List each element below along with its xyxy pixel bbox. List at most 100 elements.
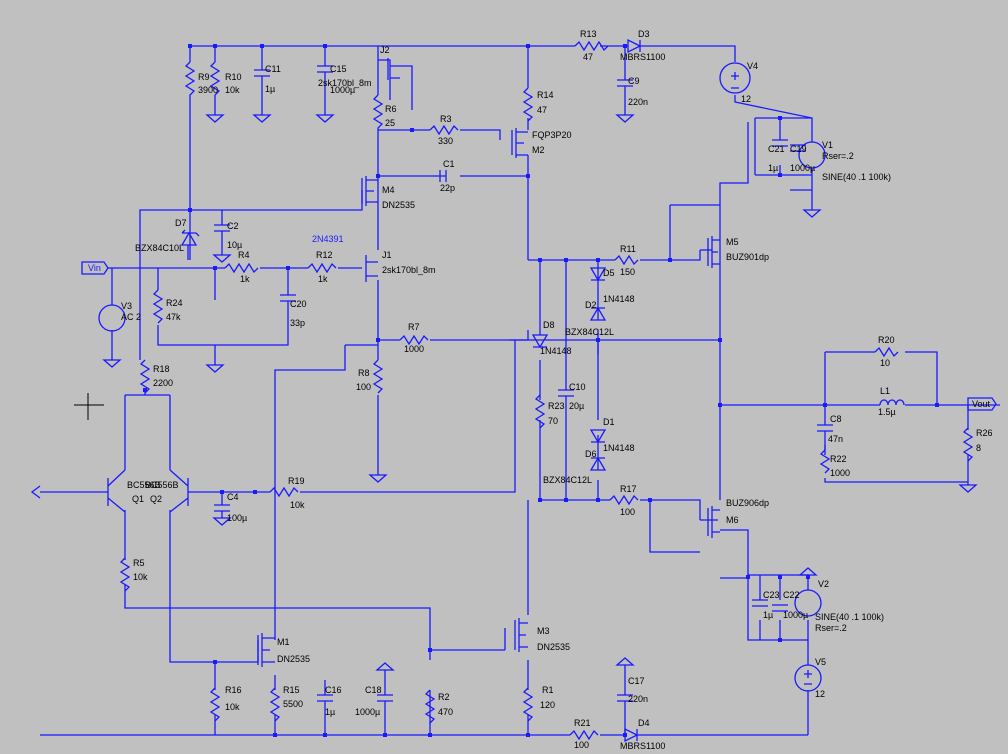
component-label: 3900	[198, 85, 218, 95]
component-label: V5	[815, 657, 826, 667]
component-label: 100	[356, 382, 371, 392]
source-V3	[98, 304, 126, 332]
ground-symbol	[205, 364, 225, 373]
component-label: 1000µ	[355, 707, 380, 717]
source-V5	[794, 664, 822, 692]
capacitor-C17	[617, 694, 633, 715]
component-label: 220n	[628, 97, 648, 107]
resistor-R14	[522, 87, 534, 122]
vin-label: Vin	[88, 263, 101, 273]
diode-D3	[627, 38, 652, 54]
component-label: BZX84C12L	[565, 327, 614, 337]
component-label: BC556B	[145, 480, 179, 490]
wire-junction	[376, 174, 380, 178]
resistor-R3	[429, 124, 459, 136]
resistor-R5	[119, 557, 131, 592]
wire-junction	[428, 648, 432, 652]
component-label: C8	[830, 414, 842, 424]
component-label: R8	[358, 368, 370, 378]
component-label: C21	[768, 144, 785, 154]
mosfet-M5	[707, 236, 720, 268]
component-label: M1	[277, 637, 290, 647]
component-label: 2N4391	[312, 234, 344, 244]
resistor-R18	[139, 359, 151, 394]
wire-junction	[323, 44, 327, 48]
wire-junction	[564, 258, 568, 262]
component-label: DN2535	[277, 654, 310, 664]
resistor-R6	[372, 94, 384, 130]
ground-symbol	[958, 484, 978, 493]
wire-junction	[253, 490, 257, 494]
resistor-R9	[184, 61, 196, 100]
component-label: R6	[385, 104, 397, 114]
component-label: 1N4148	[603, 294, 635, 304]
component-label: 1µ	[265, 84, 275, 94]
component-label: MBRS1100	[620, 741, 665, 751]
component-label: 470	[438, 707, 453, 717]
schematic-line	[700, 249, 712, 521]
component-label: 12	[741, 94, 751, 104]
wire-junction	[746, 575, 750, 579]
capacitor-C4	[214, 504, 230, 518]
resistor-R23	[534, 394, 546, 429]
ground-symbol	[375, 662, 395, 671]
schematic-line	[378, 59, 413, 110]
wire-junction	[806, 575, 810, 579]
wire-junction	[718, 338, 722, 342]
ground-symbol	[315, 114, 335, 123]
schematic-line	[188, 340, 516, 505]
wire-junction	[778, 173, 782, 177]
wire-junction	[778, 575, 782, 579]
component-label: 120	[540, 700, 555, 710]
diodes	[180, 38, 652, 743]
component-label: 47	[537, 105, 547, 115]
bjt-Q2	[169, 469, 189, 513]
component-label: 1000	[404, 344, 424, 354]
component-label: R24	[166, 298, 183, 308]
schematic-line	[649, 500, 700, 553]
capacitor-C23	[752, 599, 768, 607]
component-label: 1µ	[763, 610, 773, 620]
mosfet-M6	[707, 506, 720, 538]
component-label: R20	[878, 335, 895, 345]
ground-symbol	[212, 517, 232, 526]
wires	[40, 45, 1000, 736]
resistor-R26	[962, 427, 974, 462]
component-label: C16	[325, 685, 342, 695]
capacitor-C16	[317, 694, 333, 715]
ground-symbol	[615, 657, 635, 666]
capacitor-C18	[377, 694, 393, 715]
component-label: R15	[283, 685, 300, 695]
component-label: C1	[443, 159, 455, 169]
schematic-line	[214, 662, 276, 735]
resistor-R2	[424, 689, 436, 724]
component-label: R17	[620, 484, 637, 494]
component-label: 1000µ	[783, 610, 808, 620]
resistor-R16	[209, 687, 221, 722]
component-label: M5	[726, 237, 739, 247]
wire-junction	[778, 116, 782, 120]
ground-symbol	[615, 114, 635, 123]
schematic-line	[510, 339, 720, 420]
diode-D2	[589, 306, 607, 321]
component-label: R18	[153, 364, 170, 374]
resistor-R24	[152, 289, 164, 324]
resistor-R7	[399, 334, 429, 346]
ground-symbol	[205, 114, 225, 123]
resistor-R21	[569, 729, 599, 741]
component-label: R14	[537, 90, 554, 100]
component-label: 10k	[225, 85, 240, 95]
diode-D8	[531, 334, 549, 349]
capacitor-C20	[280, 294, 296, 320]
schematic-line	[377, 215, 529, 341]
component-label: BC556B	[127, 480, 161, 490]
schematic-line	[790, 168, 813, 210]
schematic-line	[377, 175, 528, 215]
component-label: SINE(40 .1 100k)	[822, 172, 891, 182]
resistor-R19	[269, 486, 299, 498]
component-label: C17	[628, 676, 645, 686]
ground-symbol	[802, 209, 822, 218]
capacitor-C22	[772, 604, 788, 612]
component-label: R23	[548, 401, 565, 411]
